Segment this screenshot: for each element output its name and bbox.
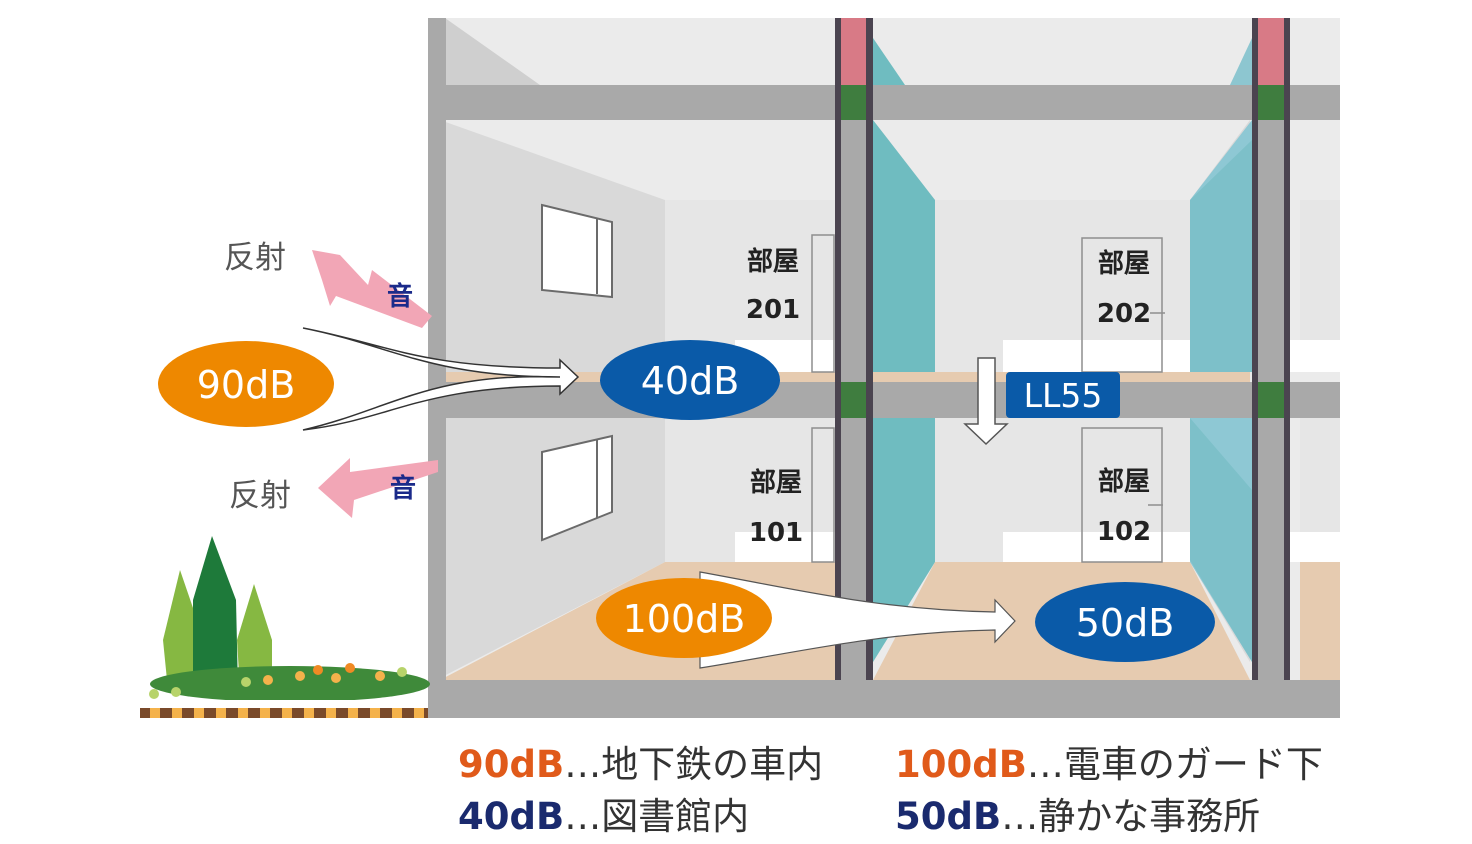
room-101-number: 101 — [749, 518, 803, 548]
slab-roof — [428, 85, 1340, 120]
room202-door — [1081, 237, 1163, 373]
db-room101-badge — [596, 578, 772, 658]
legend-value: 50dB — [895, 795, 1002, 838]
legend-item-90db: 90dB…地下鉄の車内 — [458, 746, 823, 783]
room-101-name: 部屋 — [750, 468, 802, 498]
partition-101-102 — [873, 418, 935, 662]
sound-transmission-arrow — [302, 327, 580, 431]
legend-desc: …電車のガード下 — [1026, 743, 1323, 786]
reflect-label-bottom: 反射 — [229, 478, 291, 514]
garden-bed — [140, 700, 428, 718]
room-202-name: 部屋 — [1098, 249, 1150, 279]
sound-room101-to-102-arrow — [699, 571, 1016, 669]
legend-value: 90dB — [458, 743, 565, 786]
room201-window — [541, 203, 613, 299]
room101-window — [541, 434, 613, 542]
floor-rating-badge — [1006, 372, 1120, 418]
db-room102-badge — [1035, 582, 1215, 662]
room-202-number: 202 — [1097, 299, 1151, 329]
legend-value: 40dB — [458, 795, 565, 838]
room-102-name: 部屋 — [1098, 467, 1150, 497]
sound-label-top: 音 — [387, 281, 413, 312]
db-room201-badge — [600, 340, 780, 420]
db-outside-badge — [158, 341, 334, 427]
reflect-arrow-top — [312, 250, 432, 328]
legend-item-100db: 100dB…電車のガード下 — [895, 746, 1323, 783]
column-right — [1252, 18, 1290, 680]
reflect-arrow-bottom — [318, 458, 438, 518]
garden-trees — [149, 536, 430, 702]
reflect-label-top: 反射 — [224, 240, 286, 276]
outer-wall — [428, 18, 446, 718]
db-room102-value: 50dB — [1076, 601, 1175, 645]
db-room201-value: 40dB — [641, 359, 740, 403]
room101-door — [811, 427, 835, 563]
floor-rating-value: LL55 — [1024, 376, 1103, 415]
legend-desc: …図書館内 — [564, 795, 750, 838]
legend-desc: …静かな事務所 — [1001, 795, 1261, 838]
room-201-number: 201 — [746, 295, 800, 325]
room102-door — [1081, 427, 1163, 563]
slab-ground — [428, 680, 1340, 718]
slab-second-floor — [428, 382, 1340, 418]
floor-impact-arrow — [963, 357, 1009, 446]
top-wall-shade — [428, 18, 540, 85]
partition-top-left — [873, 38, 905, 85]
room201-door — [811, 234, 835, 373]
legend-item-40db: 40dB…図書館内 — [458, 798, 749, 835]
room-201-name: 部屋 — [747, 247, 799, 277]
db-room101-value: 100dB — [623, 597, 746, 641]
legend-value: 100dB — [895, 743, 1027, 786]
legend-item-50db: 50dB…静かな事務所 — [895, 798, 1260, 835]
db-outside-value: 90dB — [197, 363, 296, 407]
room-102-number: 102 — [1097, 517, 1151, 547]
partition-201-202 — [873, 120, 935, 372]
legend-desc: …地下鉄の車内 — [564, 743, 824, 786]
sound-label-bottom: 音 — [390, 473, 416, 504]
